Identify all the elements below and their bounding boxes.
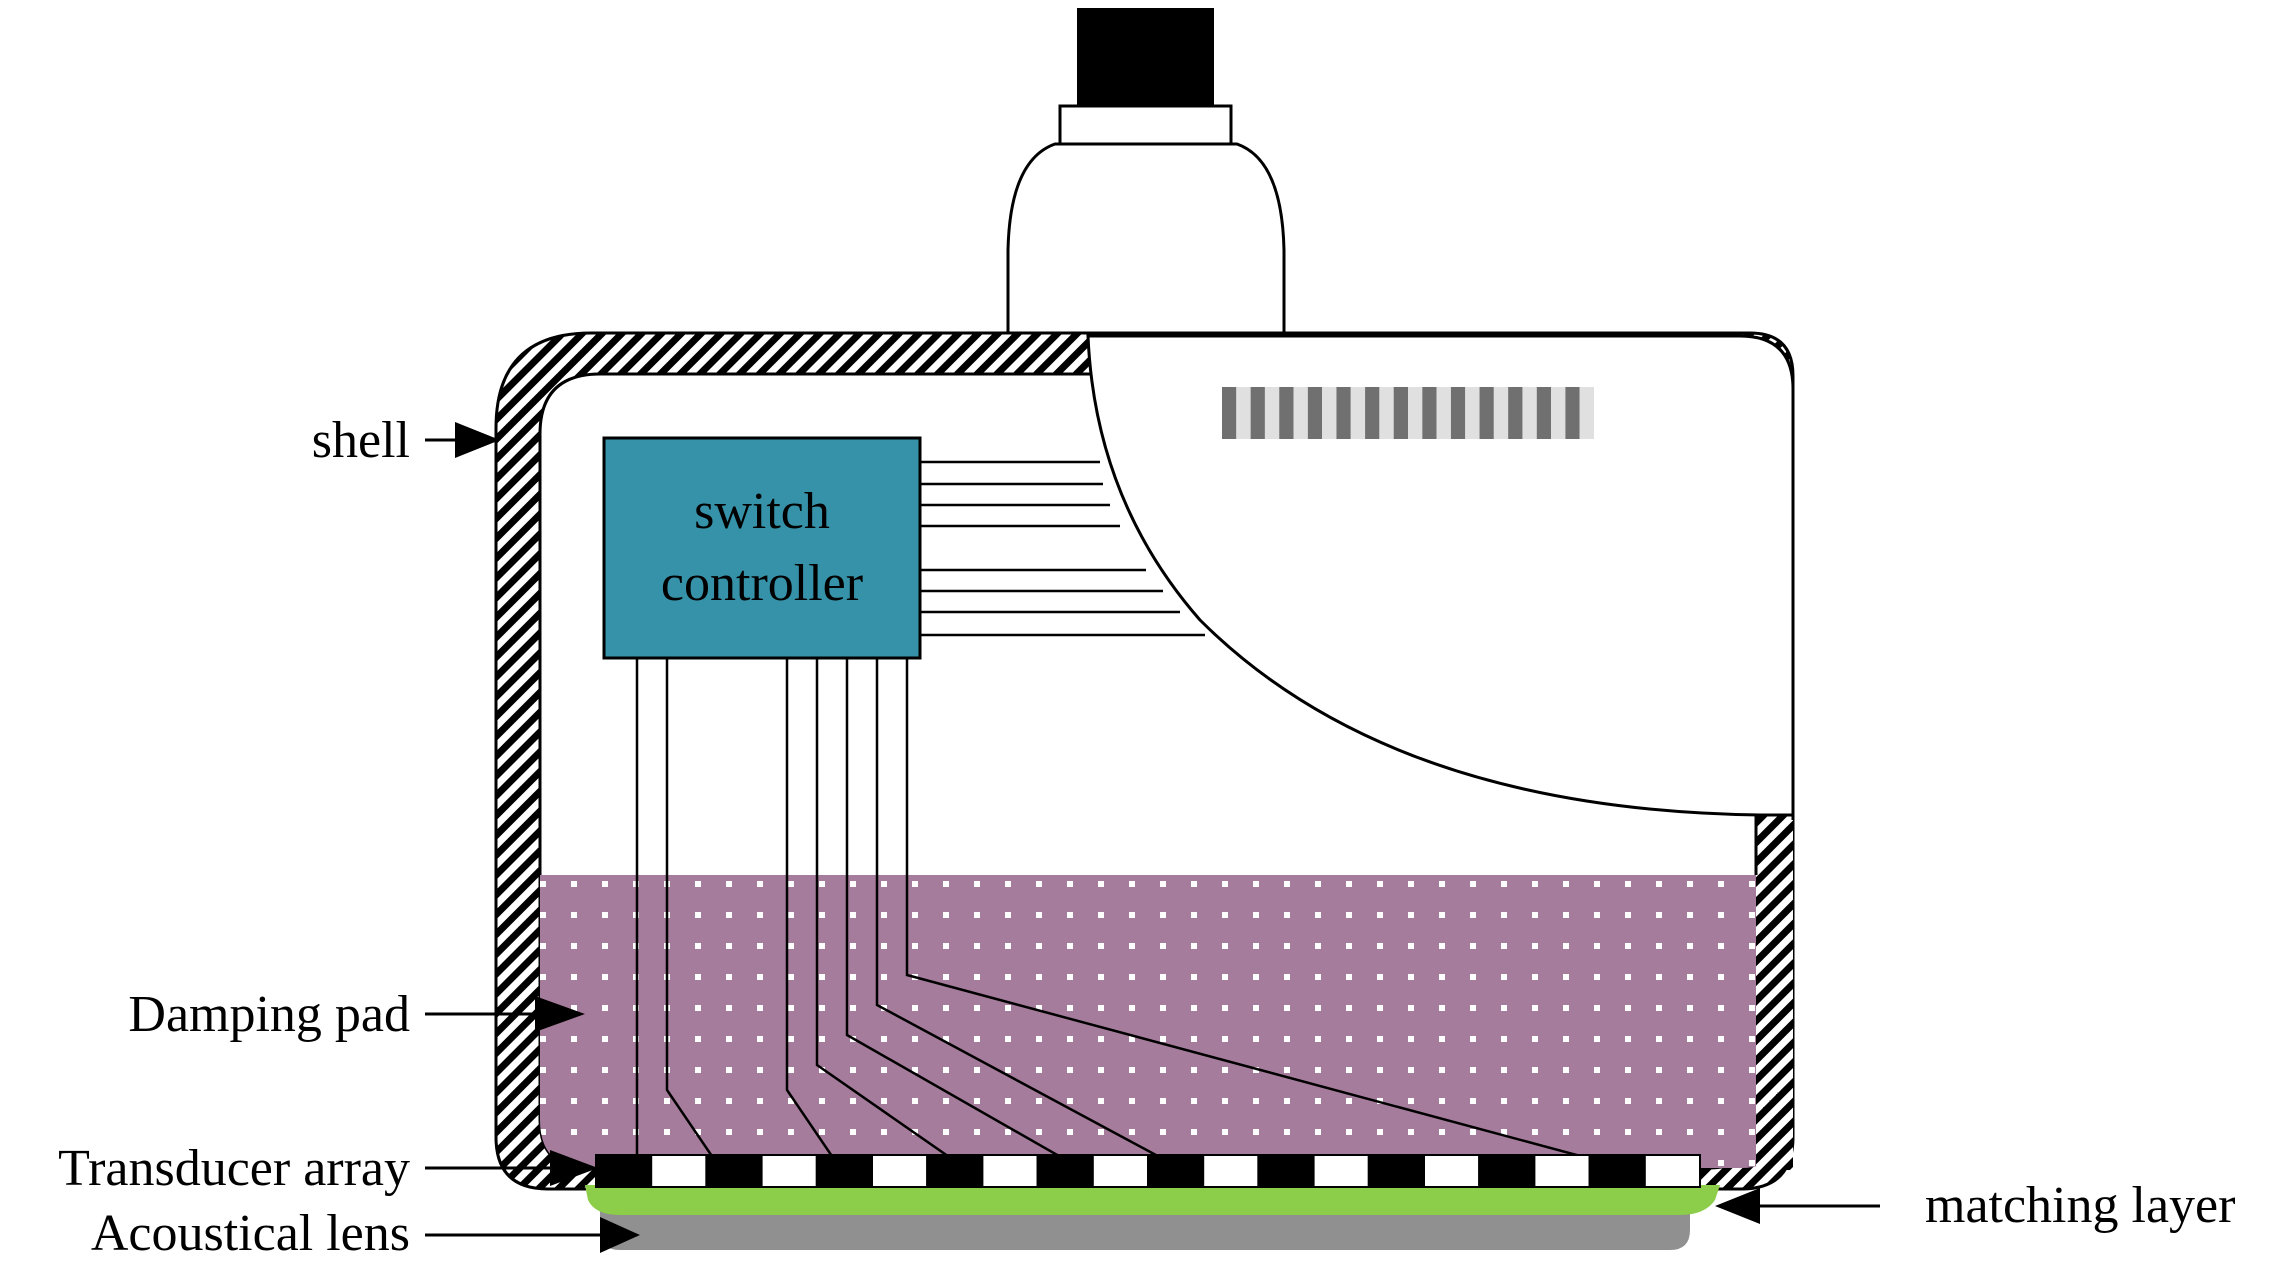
transducer-element (1091, 1154, 1150, 1188)
cable-strand (1436, 387, 1451, 439)
triangle-arrow-icon (550, 1150, 598, 1186)
cable-strand (1508, 387, 1523, 439)
cable-strand (1522, 387, 1537, 439)
label-shell: shell (312, 412, 410, 469)
cable-strand (1422, 387, 1437, 439)
transducer-element (705, 1154, 763, 1188)
transducer-element (595, 1154, 653, 1188)
transducer-element (871, 1154, 929, 1188)
triangle-arrow-icon (600, 1217, 640, 1253)
shell-right-lower (1756, 820, 1793, 1170)
transducer-element (1312, 1154, 1370, 1188)
transducer-element (815, 1154, 873, 1188)
transducer-element (1588, 1154, 1646, 1188)
cable-strand (1393, 387, 1408, 439)
switch-controller-label-line2: controller (661, 555, 863, 612)
switch-controller-box (602, 436, 922, 660)
cable-strand (1579, 387, 1594, 439)
cable-strand (1551, 387, 1566, 439)
cable-strand (1408, 387, 1423, 439)
transducer-element (1423, 1154, 1481, 1188)
cable-strand (1279, 387, 1294, 439)
triangle-arrow-icon (455, 422, 500, 458)
cable-strand (1379, 387, 1394, 439)
cable-bundle-icon (1222, 387, 1594, 439)
label-acoustical-lens: Acoustical lens (91, 1205, 410, 1262)
label-arrows (425, 422, 1880, 1253)
cable-strand (1536, 387, 1552, 439)
cable-strand (1350, 387, 1366, 439)
cable-strand (1264, 387, 1280, 439)
label-matching-layer: matching layer (1925, 1177, 2235, 1234)
cable-strand (1365, 387, 1380, 439)
cable-strand (1465, 387, 1480, 439)
transducer-element (1257, 1154, 1315, 1188)
transducer-element (1533, 1154, 1591, 1188)
controller-wires-down (635, 658, 1626, 1170)
cable-strand (1293, 387, 1308, 439)
cable-connector (1006, 8, 1286, 333)
cable-housing (1086, 334, 1795, 817)
triangle-arrow-icon (1715, 1188, 1760, 1224)
transducer-element (981, 1154, 1039, 1188)
connector-collar (1058, 104, 1233, 146)
cable-strand (1307, 387, 1323, 439)
transducer-element (1036, 1154, 1094, 1188)
switch-controller-label-line1: switch (694, 483, 830, 540)
transducer-array (595, 1154, 1702, 1188)
damping-pad (540, 875, 1756, 1168)
triangle-arrow-icon (535, 996, 585, 1032)
acoustical-lens (600, 1210, 1690, 1250)
transducer-element (1202, 1154, 1260, 1188)
transducer-element (760, 1154, 818, 1188)
cable-strand (1222, 387, 1237, 439)
label-damping-pad: Damping pad (128, 986, 410, 1043)
transducer-element (1367, 1154, 1426, 1188)
controller-wires-right (920, 460, 1205, 637)
cable-strand (1565, 387, 1580, 439)
transducer-element (1478, 1154, 1536, 1188)
cable-strand (1236, 387, 1251, 439)
cable-plug-icon (1077, 8, 1214, 106)
label-transducer-array: Transducer array (58, 1140, 410, 1197)
connector-neck (1006, 142, 1286, 333)
transducer-element (1643, 1154, 1702, 1188)
switch-controller: switch controller (602, 436, 922, 660)
transducer-element (650, 1154, 708, 1188)
transducer-element (926, 1154, 984, 1188)
transducer-element (1147, 1154, 1205, 1188)
cable-strand (1479, 387, 1494, 439)
cable-strand (1250, 387, 1265, 439)
cable-strand (1336, 387, 1351, 439)
cable-strand (1450, 387, 1466, 439)
cable-strand (1322, 387, 1337, 439)
cable-strand (1493, 387, 1509, 439)
matching-layer (585, 1185, 1720, 1215)
